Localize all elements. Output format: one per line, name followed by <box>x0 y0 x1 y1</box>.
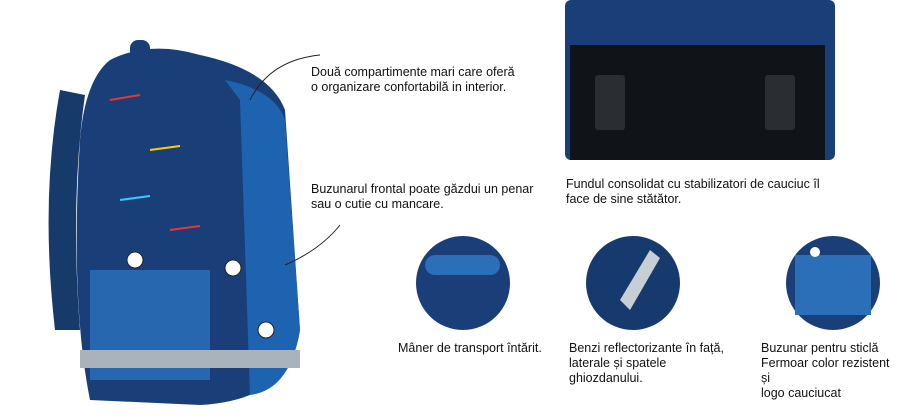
caption-front-pocket: Buzunarul frontal poate găzdui un penar … <box>311 182 534 211</box>
bottle-pocket-detail-image <box>786 236 880 330</box>
callout-line <box>284 224 341 266</box>
backpack-side-image <box>48 40 301 406</box>
caption-reflective: Benzi reflectorizante în față, laterale … <box>569 341 724 385</box>
callout-line <box>249 54 321 101</box>
caption-bottom: Fundul consolidat cu stabilizatori de ca… <box>566 177 820 206</box>
backpack-bottom-image <box>565 0 835 160</box>
caption-handle: Mâner de transport întărit. <box>398 341 542 355</box>
handle-detail-image <box>416 236 510 330</box>
reflective-detail-image <box>586 236 680 330</box>
caption-compartments: Două compartimente mari care oferă o org… <box>311 65 515 94</box>
caption-bottle-pocket: Buzunar pentru sticlă Fermoar color rezi… <box>761 341 890 400</box>
